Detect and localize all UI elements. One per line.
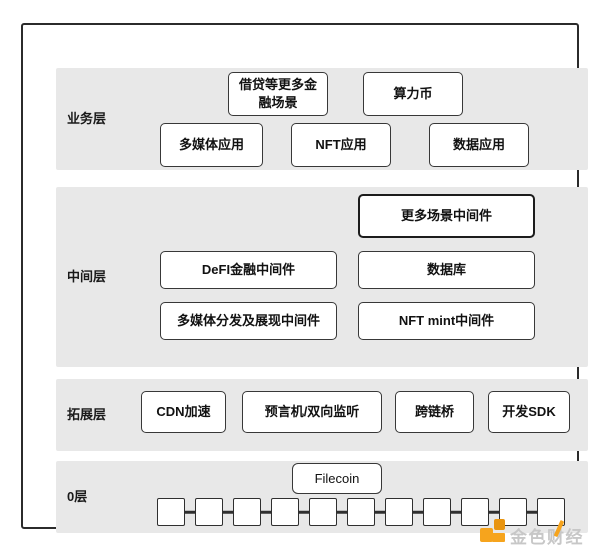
blockchain-block-row — [157, 498, 565, 526]
label-middleware-layer: 中间层 — [67, 269, 107, 284]
box-database: 数据库 — [358, 251, 535, 289]
box-nft-app: NFT应用 — [291, 123, 391, 167]
chain-block — [461, 498, 489, 526]
box-data-app: 数据应用 — [429, 123, 529, 167]
jinse-finance-watermark: 金色财经 — [478, 516, 598, 548]
chain-block — [195, 498, 223, 526]
jinse-logo-icon — [494, 519, 505, 530]
box-cdn-acceleration: CDN加速 — [141, 391, 226, 433]
box-hashpower-coin: 算力币 — [363, 72, 463, 116]
chain-block — [423, 498, 451, 526]
chain-block — [347, 498, 375, 526]
chain-block — [271, 498, 299, 526]
label-business-layer: 业务层 — [67, 111, 107, 126]
box-cross-chain-bridge: 跨链桥 — [395, 391, 474, 433]
label-extension-layer: 拓展层 — [67, 407, 107, 422]
box-nft-mint-middleware: NFT mint中间件 — [358, 302, 535, 340]
box-multimedia-distribution-middleware: 多媒体分发及展现中间件 — [160, 302, 337, 340]
box-oracle-listener: 预言机/双向监听 — [242, 391, 382, 433]
jinse-logo-icon — [492, 533, 505, 542]
box-defi-middleware: DeFI金融中间件 — [160, 251, 337, 289]
jinse-logo-icon — [480, 528, 493, 542]
watermark-text: 金色财经 — [510, 528, 584, 547]
box-more-scenario-middleware: 更多场景中间件 — [358, 194, 535, 238]
diagram-frame: 业务层 中间层 拓展层 0层 借贷等更多金融场景 算力币 多媒体应用 NFT应用… — [21, 23, 588, 533]
chain-block — [385, 498, 413, 526]
box-multimedia-app: 多媒体应用 — [160, 123, 263, 167]
chain-block — [309, 498, 337, 526]
chain-block — [233, 498, 261, 526]
box-lending-finance-scenarios: 借贷等更多金融场景 — [228, 72, 328, 116]
box-dev-sdk: 开发SDK — [488, 391, 570, 433]
label-layer0: 0层 — [67, 489, 88, 504]
box-filecoin: Filecoin — [292, 463, 382, 494]
chain-block — [157, 498, 185, 526]
